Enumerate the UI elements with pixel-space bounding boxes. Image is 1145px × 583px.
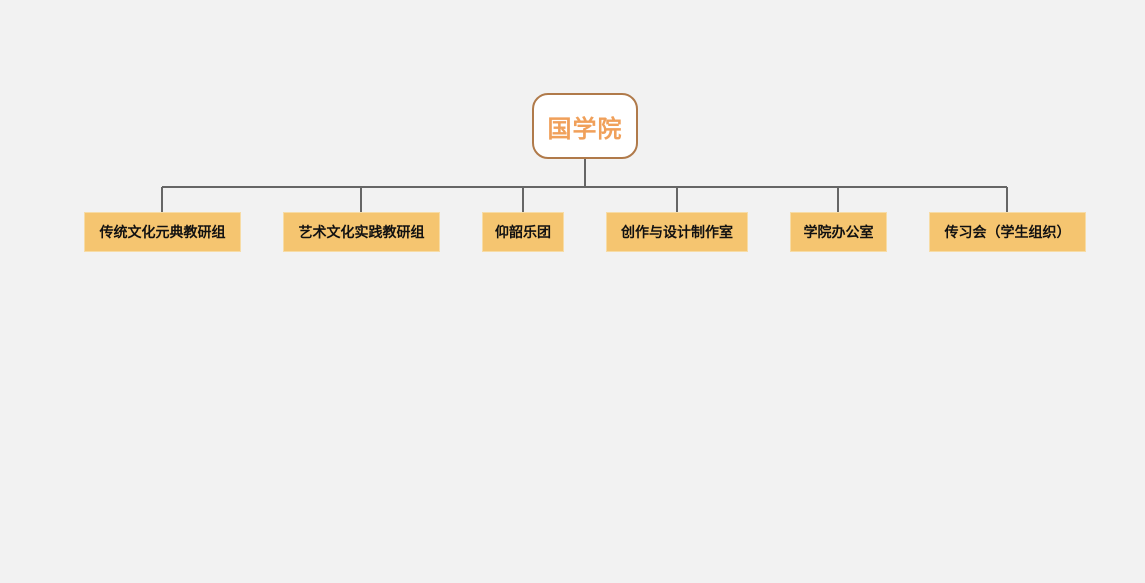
child-node-art-culture-group[interactable]: 艺术文化实践教研组 [283, 212, 440, 252]
child-node-label: 传习会（学生组织） [944, 225, 1071, 241]
child-node-label: 学院办公室 [803, 225, 874, 241]
root-node-guoxueyuan[interactable]: 国学院 [532, 93, 638, 159]
child-node-label: 创作与设计制作室 [621, 225, 733, 241]
child-node-traditional-culture-group[interactable]: 传统文化元典教研组 [84, 212, 241, 252]
child-node-yangshao-orchestra[interactable]: 仰韶乐团 [482, 212, 564, 252]
child-node-college-office[interactable]: 学院办公室 [790, 212, 887, 252]
root-node-label: 国学院 [547, 114, 623, 143]
child-node-label: 仰韶乐团 [495, 225, 551, 241]
child-node-label: 艺术文化实践教研组 [298, 225, 425, 241]
child-node-student-society[interactable]: 传习会（学生组织） [929, 212, 1086, 252]
child-node-design-studio[interactable]: 创作与设计制作室 [606, 212, 748, 252]
child-node-label: 传统文化元典教研组 [99, 225, 226, 241]
